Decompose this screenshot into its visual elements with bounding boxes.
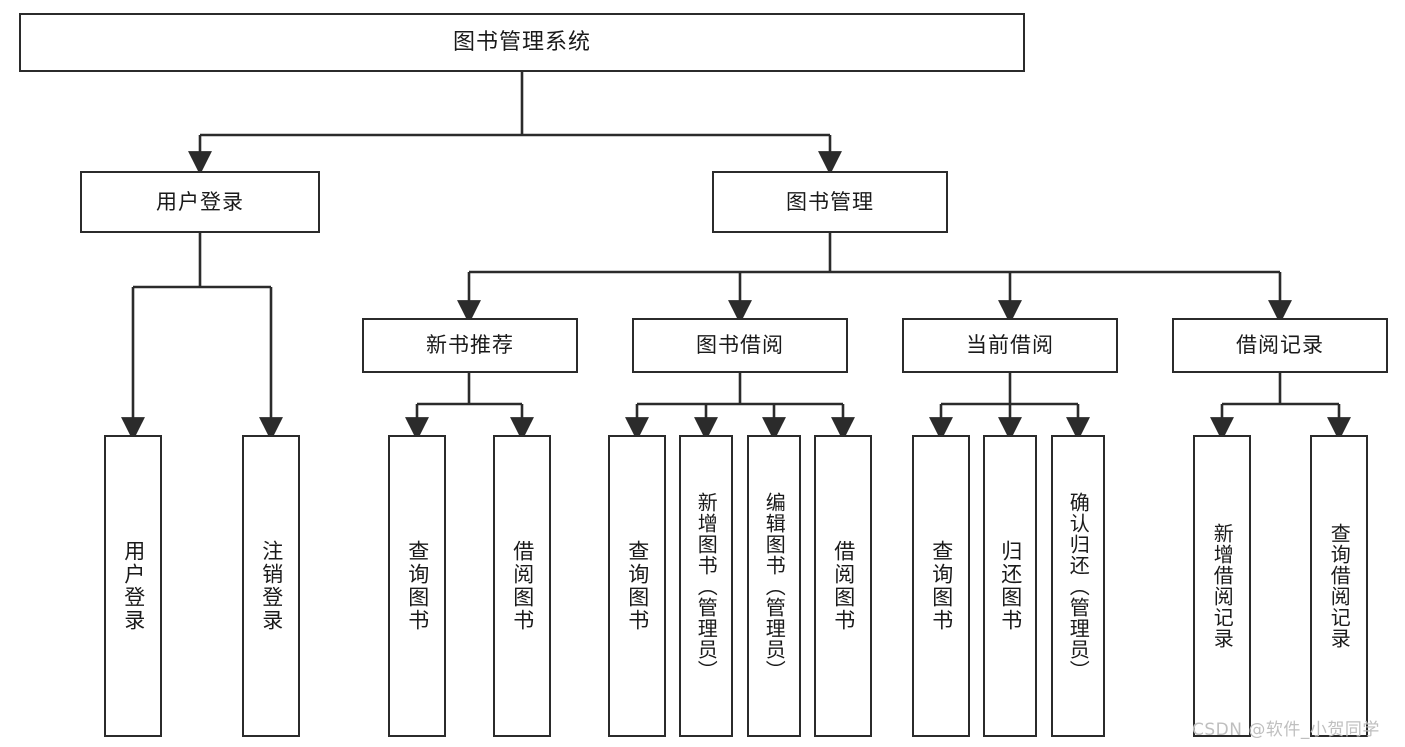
- leaf-user-logout[interactable]: 注销登录: [242, 435, 300, 737]
- leaf-query-book-borrow[interactable]: 查询图书: [608, 435, 666, 737]
- leaf-edit-book-admin[interactable]: 编辑图书（管理员）: [747, 435, 801, 737]
- node-label: 借阅记录: [1236, 333, 1324, 358]
- node-label: 查询图书: [929, 540, 954, 632]
- node-label: 新书推荐: [426, 333, 514, 358]
- node-label: 查询图书: [405, 540, 430, 632]
- leaf-query-book-current[interactable]: 查询图书: [912, 435, 970, 737]
- leaf-add-book-admin[interactable]: 新增图书（管理员）: [679, 435, 733, 737]
- node-borrow-records[interactable]: 借阅记录: [1172, 318, 1388, 373]
- node-label: 借阅图书: [831, 540, 856, 632]
- leaf-return-book[interactable]: 归还图书: [983, 435, 1037, 737]
- node-label: 编辑图书（管理员）: [762, 491, 787, 681]
- node-book-management[interactable]: 图书管理: [712, 171, 948, 233]
- leaf-query-book-recommend[interactable]: 查询图书: [388, 435, 446, 737]
- leaf-confirm-return-admin[interactable]: 确认归还（管理员）: [1051, 435, 1105, 737]
- node-root-system[interactable]: 图书管理系统: [19, 13, 1025, 72]
- node-label: 图书借阅: [696, 333, 784, 358]
- node-label: 图书管理: [786, 189, 874, 214]
- leaf-add-borrow-record[interactable]: 新增借阅记录: [1193, 435, 1251, 737]
- watermark-text: CSDN @软件_小贺同学: [1192, 720, 1380, 740]
- node-label: 借阅图书: [510, 540, 535, 632]
- node-label: 确认归还（管理员）: [1066, 491, 1091, 681]
- node-label: 新增借阅记录: [1210, 523, 1235, 649]
- node-user-login[interactable]: 用户登录: [80, 171, 320, 233]
- node-current-borrow[interactable]: 当前借阅: [902, 318, 1118, 373]
- node-label: 图书管理系统: [452, 29, 591, 55]
- node-book-borrow[interactable]: 图书借阅: [632, 318, 848, 373]
- node-label: 用户登录: [156, 189, 244, 214]
- node-new-book-recommend[interactable]: 新书推荐: [362, 318, 578, 373]
- node-label: 归还图书: [998, 540, 1023, 632]
- node-label: 新增图书（管理员）: [694, 491, 719, 681]
- leaf-user-login[interactable]: 用户登录: [104, 435, 162, 737]
- node-label: 当前借阅: [966, 333, 1054, 358]
- leaf-borrow-book-recommend[interactable]: 借阅图书: [493, 435, 551, 737]
- node-label: 查询借阅记录: [1327, 523, 1352, 649]
- node-label: 用户登录: [121, 540, 146, 632]
- node-label: 查询图书: [625, 540, 650, 632]
- node-label: 注销登录: [259, 540, 284, 632]
- leaf-query-borrow-record[interactable]: 查询借阅记录: [1310, 435, 1368, 737]
- leaf-borrow-book[interactable]: 借阅图书: [814, 435, 872, 737]
